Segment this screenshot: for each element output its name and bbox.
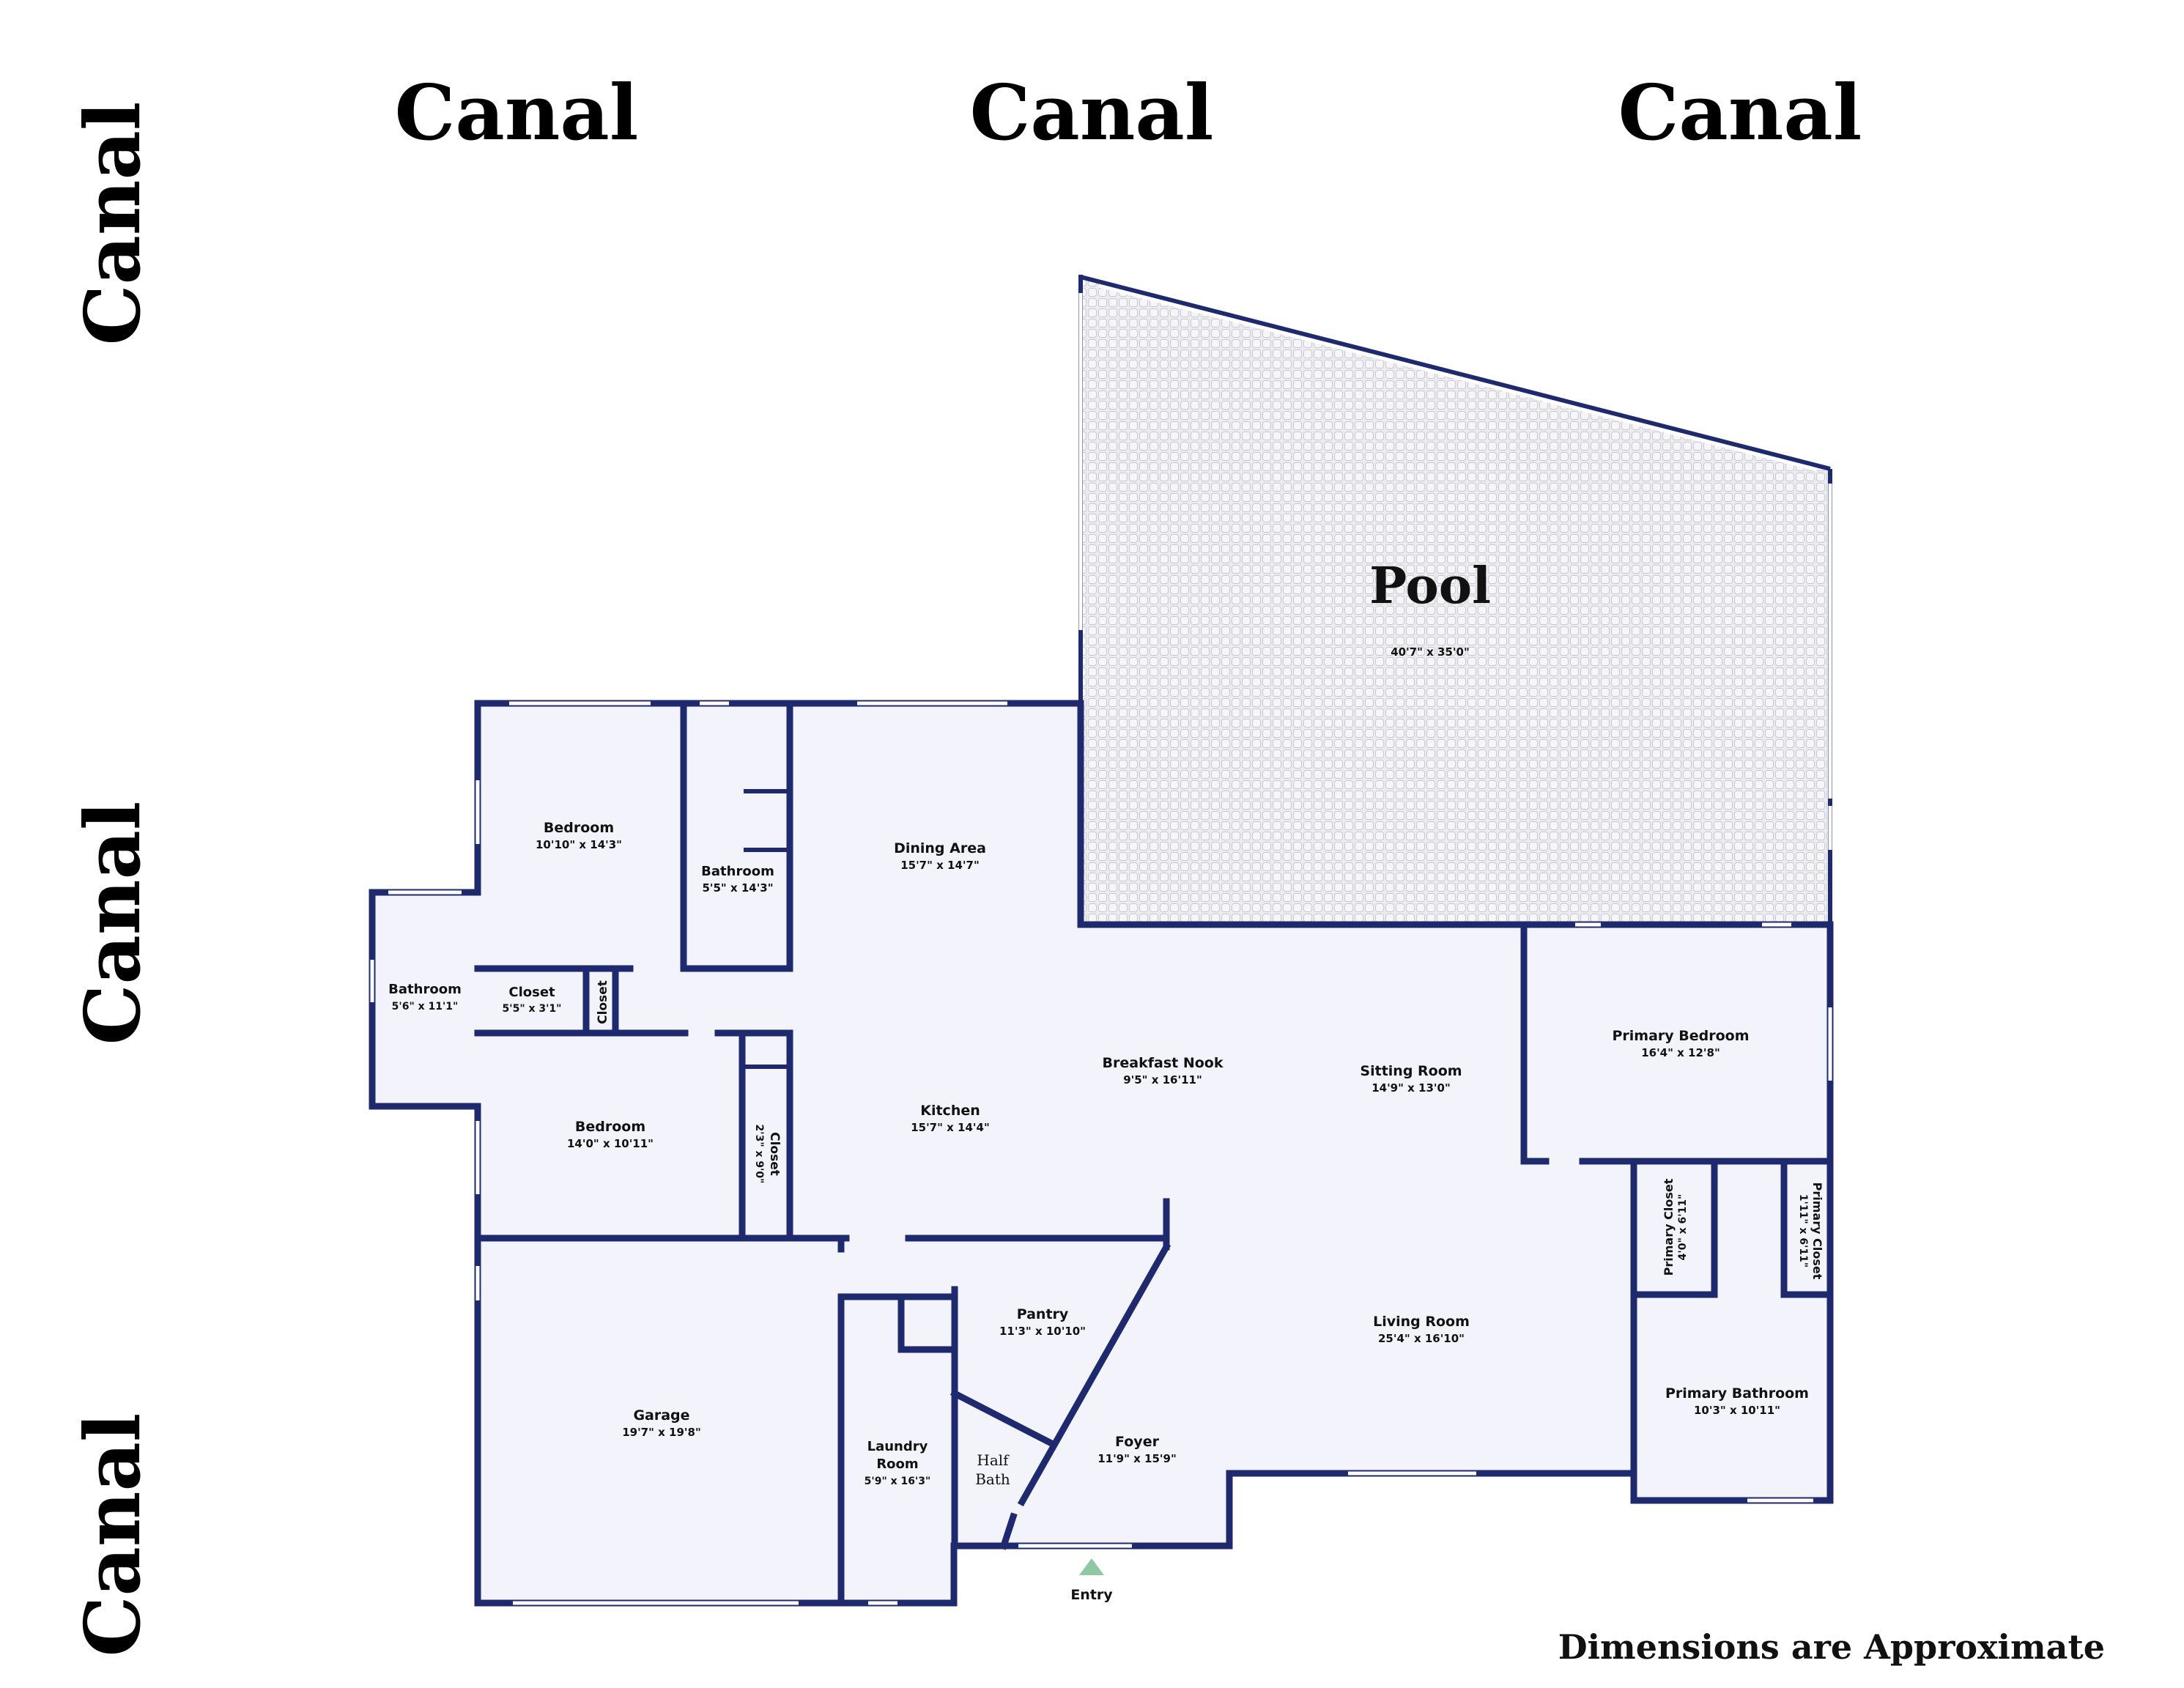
- kitchen-dims: 15'7" x 14'4": [911, 1121, 990, 1134]
- closet-b-name: Closet: [596, 980, 610, 1024]
- foyer-name: Foyer: [1115, 1434, 1160, 1450]
- sitting-name: Sitting Room: [1360, 1063, 1462, 1079]
- bathroom-left-name: Bathroom: [388, 982, 462, 997]
- living-name: Living Room: [1373, 1314, 1470, 1330]
- dining-dims: 15'7" x 14'7": [900, 859, 980, 872]
- pantry-name: Pantry: [1017, 1306, 1069, 1322]
- pantry-dims: 11'3" x 10'10": [999, 1325, 1086, 1338]
- exterior-windows: [370, 701, 1832, 1605]
- laundry-dims: 5'9" x 16'3": [865, 1476, 931, 1487]
- primary-closet-a-name: Primary Closet: [1662, 1178, 1676, 1276]
- canal-label-left-middle: Canal: [67, 802, 158, 1045]
- closet-a-dims: 5'5" x 3'1": [503, 1003, 562, 1015]
- living-dims: 25'4" x 16'10": [1378, 1332, 1465, 1345]
- garage-dims: 19'7" x 19'8": [622, 1426, 701, 1439]
- dimensions-note: Dimensions are Approximate: [1558, 1627, 2105, 1667]
- primary-bedroom-name: Primary Bedroom: [1612, 1028, 1749, 1044]
- primary-closet-b-name: Primary Closet: [1810, 1182, 1824, 1280]
- pool-wall-top: [1080, 275, 1831, 471]
- primary-bathroom-dims: 10'3" x 10'11": [1694, 1404, 1780, 1417]
- canal-label-top-center: Canal: [970, 67, 1214, 158]
- closet-a-name: Closet: [508, 985, 555, 1000]
- interior-walls: [474, 700, 1834, 1607]
- primary-bedroom-dims: 16'4" x 12'8": [1641, 1046, 1720, 1059]
- closet-c-name: Closet: [767, 1132, 782, 1176]
- breakfast-name: Breakfast Nook: [1103, 1055, 1224, 1071]
- primary-closet-b-dims: 1'11" x 6'11": [1797, 1194, 1809, 1267]
- bathroom-left-dims: 5'6" x 11'1": [392, 1001, 459, 1013]
- primary-bathroom-name: Primary Bathroom: [1665, 1385, 1809, 1402]
- bathroom-top-dims: 5'5" x 14'3": [702, 881, 773, 895]
- laundry-name-line1: Laundry: [867, 1439, 928, 1454]
- sitting-dims: 14'9" x 13'0": [1372, 1081, 1451, 1095]
- foyer-dims: 11'9" x 15'9": [1097, 1452, 1177, 1465]
- garage-name: Garage: [633, 1407, 689, 1424]
- pool-dims: 40'7" x 35'0": [1391, 645, 1470, 659]
- primary-closet-a-dims: 4'0" x 6'11": [1677, 1194, 1689, 1261]
- pool-name: Pool: [1369, 557, 1491, 615]
- bedroom-bottom-name: Bedroom: [575, 1119, 645, 1135]
- entry-label: Entry: [1070, 1587, 1113, 1603]
- canal-label-top-right: Canal: [1618, 67, 1862, 158]
- half-bath-line2: Bath: [975, 1470, 1010, 1488]
- canal-label-left-lower: Canal: [67, 1413, 158, 1657]
- bathroom-top-name: Bathroom: [701, 864, 774, 879]
- bedroom-top-name: Bedroom: [544, 820, 614, 836]
- canal-label-top-left: Canal: [395, 67, 639, 158]
- laundry-name-line2: Room: [876, 1456, 918, 1472]
- entry-marker: [1079, 1558, 1104, 1575]
- closet-c-dims: 2'3" x 9'0": [753, 1125, 765, 1184]
- bedroom-top-dims: 10'10" x 14'3": [536, 838, 622, 851]
- kitchen-name: Kitchen: [920, 1103, 980, 1119]
- bedroom-bottom-dims: 14'0" x 10'11": [567, 1137, 654, 1150]
- pool-area: [1081, 277, 1830, 925]
- breakfast-dims: 9'5" x 16'11": [1123, 1073, 1202, 1087]
- pool-label-group: Pool 40'7" x 35'0": [1369, 557, 1491, 659]
- canal-label-left-upper: Canal: [67, 102, 158, 346]
- half-bath-line1: Half: [977, 1451, 1010, 1469]
- pool-screen-top: [1098, 284, 1818, 472]
- dining-name: Dining Area: [894, 840, 986, 856]
- interior-floor: [372, 703, 1830, 1603]
